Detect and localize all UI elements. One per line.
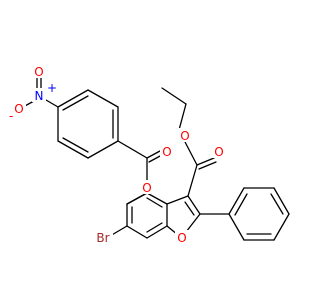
atom-labels: N + O O - O O O O O Br — [9, 64, 226, 245]
bond-carbonyl-double — [146, 150, 161, 159]
atom-o-benzoate-ether: O — [142, 181, 151, 195]
bond-fu-a — [166, 195, 189, 205]
bond-bf-e — [146, 192, 168, 205]
bond-ph-d — [273, 213, 290, 241]
bond-carbonyl-double-2 — [148, 154, 163, 163]
bonds — [22, 76, 290, 241]
bond-ph-f — [228, 213, 245, 241]
bond-ph-a — [228, 187, 245, 215]
bond-ar1-a-inner — [62, 95, 89, 111]
atom-n-charge: + — [47, 81, 57, 95]
bond-bf-f — [126, 192, 148, 205]
bond-c3-carbonyl — [187, 164, 198, 197]
atom-o-ethyl-ester: O — [180, 129, 189, 143]
atom-n: N — [35, 89, 44, 103]
bond-ar1-e-inner — [62, 137, 89, 153]
atom-o-ester-carbonyl: O — [214, 145, 223, 159]
bond-bf-c-inner — [146, 222, 163, 233]
molecule-structure: N + O O - O O O O O Br — [9, 64, 290, 245]
atom-br: Br — [96, 231, 109, 245]
atom-o-furan: O — [177, 231, 186, 245]
bond-bf-e-inner — [146, 197, 163, 208]
bond-ch2-ch3 — [161, 87, 187, 105]
bond-ph-c-inner — [270, 193, 284, 215]
bond-n-ring — [45, 99, 59, 108]
bond-bf-c — [146, 225, 168, 239]
bond-fu-b — [187, 195, 201, 215]
atom-o-nitro-top: O — [34, 65, 43, 79]
bond-ar1-e — [57, 140, 89, 159]
bond-ar1-a — [57, 89, 89, 108]
bond-ar1-d — [87, 140, 119, 159]
bond-o-ch2 — [178, 103, 187, 131]
bond-ester-co-double — [196, 157, 215, 166]
bond-bf-b — [126, 225, 148, 239]
atom-o-nitro-minus-charge: - — [9, 109, 13, 123]
bond-fu-b-inner — [184, 201, 195, 216]
bond-ring-carbonyl — [117, 140, 148, 159]
bond-ester-co-double-2 — [198, 161, 217, 170]
atom-o-nitro-minus: O — [14, 102, 23, 116]
atom-o-benzoate-carbonyl: O — [162, 145, 171, 159]
bond-fu-c — [185, 213, 201, 233]
bond-ar1-b — [87, 89, 119, 108]
bond-ph-a-inner — [234, 193, 248, 216]
bond-ph-c — [273, 187, 290, 215]
bond-ester-o — [183, 139, 198, 166]
molecule-canvas: N + O O - O O O O O Br — [9, 64, 290, 245]
